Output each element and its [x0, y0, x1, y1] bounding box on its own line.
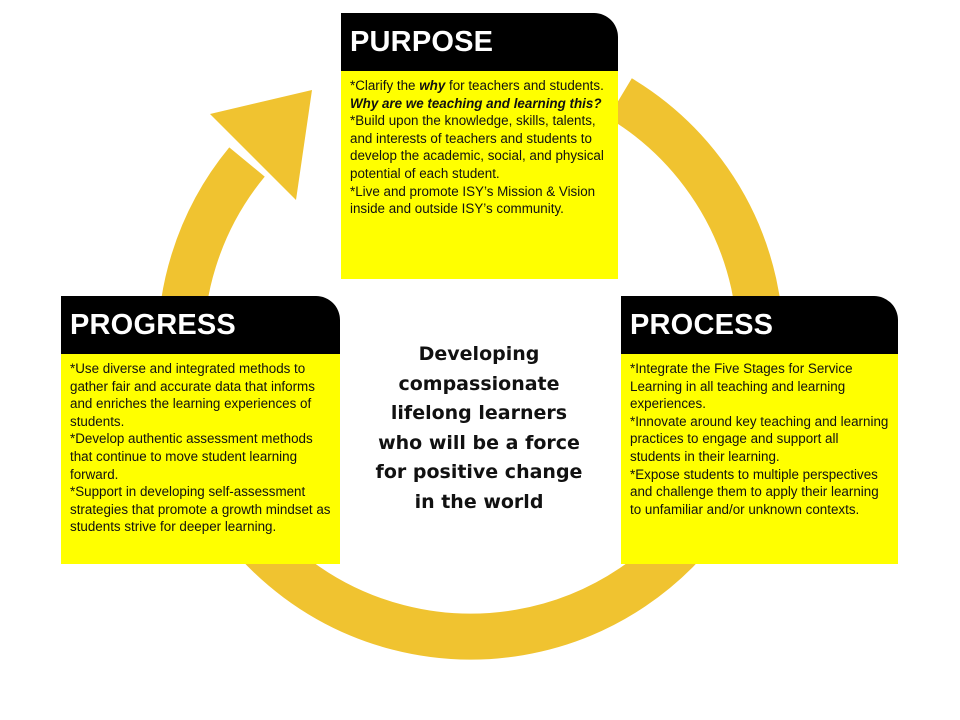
progress-line-3: *Support in developing self-assessment s… — [70, 484, 331, 535]
progress-line-1: *Use diverse and integrated methods to g… — [70, 361, 315, 429]
process-line-1: *Integrate the Five Stages for Service L… — [630, 361, 853, 412]
progress-card: PROGRESS *Use diverse and integrated met… — [61, 296, 340, 564]
purpose-line-1-question: Why are we teaching and learning this? — [350, 95, 602, 111]
purpose-body: *Clarify the why for teachers and studen… — [341, 71, 618, 279]
process-card: PROCESS *Integrate the Five Stages for S… — [621, 296, 898, 564]
process-title: PROCESS — [621, 296, 898, 354]
purpose-line-2: *Build upon the knowledge, skills, talen… — [350, 113, 604, 181]
process-body: *Integrate the Five Stages for Service L… — [621, 354, 898, 564]
center-statement: Developing compassionate lifelong learne… — [375, 343, 583, 513]
purpose-line-1-text: *Clarify the — [350, 78, 420, 93]
purpose-line-1-emphasis: why — [419, 78, 446, 93]
purpose-card: PURPOSE *Clarify the why for teachers an… — [341, 13, 618, 279]
progress-line-2: *Develop authentic assessment methods th… — [70, 431, 313, 482]
process-line-2: *Innovate around key teaching and learni… — [630, 413, 889, 464]
process-line-3: *Expose students to multiple perspective… — [630, 466, 879, 517]
purpose-line-3: *Live and promote ISY’s Mission & Vision… — [350, 183, 596, 217]
purpose-line-1-text-2: for teachers and students. — [445, 78, 604, 93]
purpose-line-1: *Clarify the why for teachers and studen… — [350, 77, 610, 112]
progress-body: *Use diverse and integrated methods to g… — [61, 354, 340, 564]
cycle-arrowhead — [210, 90, 312, 200]
progress-title: PROGRESS — [61, 296, 340, 354]
purpose-title: PURPOSE — [341, 13, 618, 71]
